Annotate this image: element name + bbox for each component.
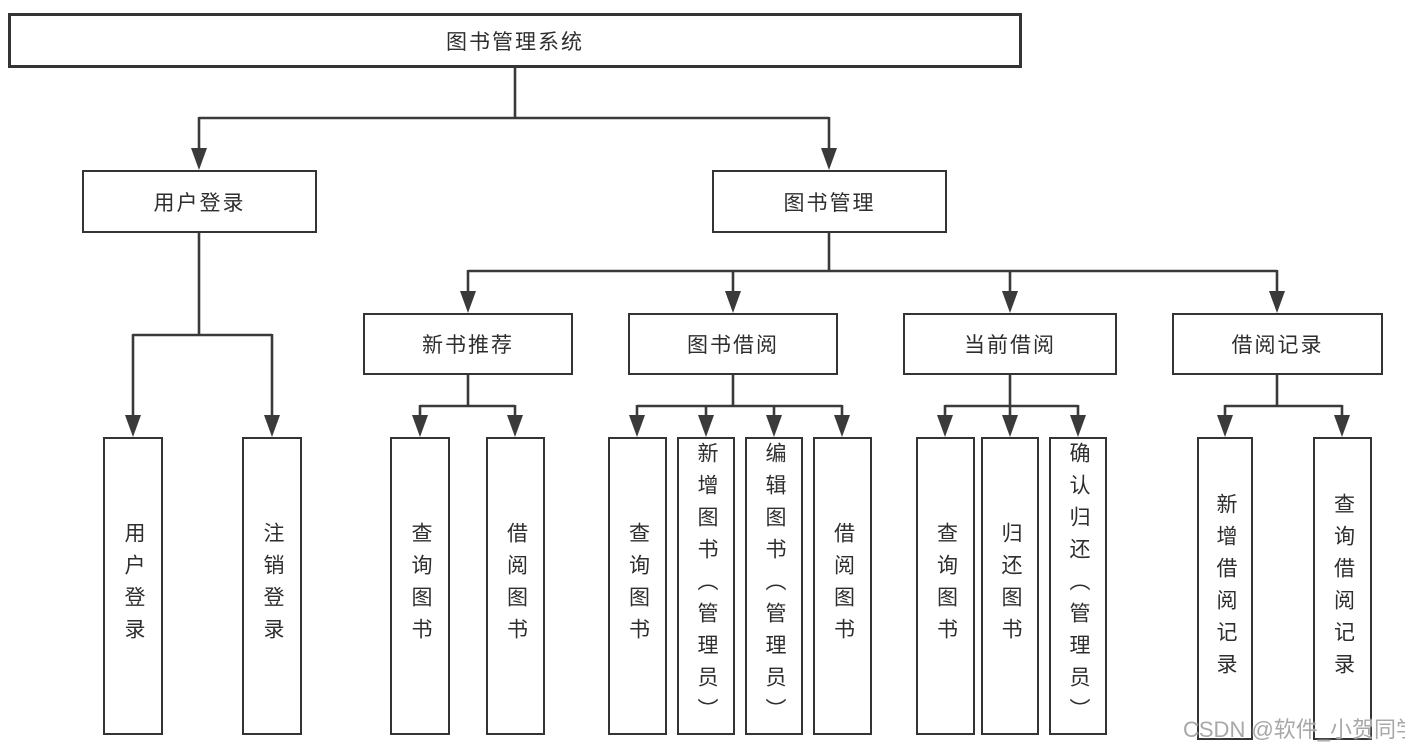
node-new-book-recommendation: 新书推荐: [363, 313, 573, 375]
node-label: 确认归还（管理员）: [1067, 442, 1090, 730]
node-label: 用户登录: [153, 191, 246, 215]
node-bb-borrow-books: 借阅图书: [813, 437, 872, 735]
node-nb-borrow-books: 借阅图书: [486, 437, 545, 735]
node-cb-return-books: 归还图书: [981, 437, 1039, 735]
node-label: 查询图书: [934, 522, 958, 650]
node-label: 借阅记录: [1231, 334, 1324, 357]
node-label: 编辑图书（管理员）: [763, 442, 786, 730]
node-nb-query-books: 查询图书: [390, 437, 450, 735]
node-label: 查询图书: [626, 522, 650, 650]
csdn-watermark: CSDN @软件_小贺同学: [1183, 717, 1405, 742]
node-cb-confirm-return-admin: 确认归还（管理员）: [1049, 437, 1107, 735]
node-book-management: 图书管理: [712, 170, 947, 233]
node-br-add-record: 新增借阅记录: [1197, 437, 1253, 740]
node-user-login-leaf: 用户登录: [103, 437, 163, 735]
node-label: 借阅图书: [831, 522, 855, 650]
node-borrowing-records: 借阅记录: [1172, 313, 1383, 375]
node-label: 用户登录: [122, 522, 145, 650]
arrowheads: [125, 148, 1350, 437]
node-label: 当前借阅: [964, 334, 1056, 357]
node-label: 借阅图书: [504, 522, 528, 650]
node-label: 归还图书: [999, 522, 1022, 650]
node-label: 新增图书（管理员）: [695, 442, 718, 730]
node-library-management-system: 图书管理系统: [8, 13, 1022, 68]
node-label: 图书管理系统: [446, 30, 584, 54]
node-label: 图书借阅: [687, 334, 779, 357]
node-bb-add-books-admin: 新增图书（管理员）: [677, 437, 735, 735]
node-label: 图书管理: [783, 191, 876, 215]
node-label: 新增借阅记录: [1214, 492, 1237, 685]
node-user-login: 用户登录: [82, 170, 317, 233]
node-logout: 注销登录: [242, 437, 302, 735]
node-bb-edit-books-admin: 编辑图书（管理员）: [745, 437, 803, 735]
node-label: 新书推荐: [422, 334, 514, 357]
node-label: 查询借阅记录: [1331, 492, 1355, 685]
node-br-query-record: 查询借阅记录: [1313, 437, 1372, 740]
node-label: 查询图书: [409, 522, 432, 650]
node-bb-query-books: 查询图书: [608, 437, 667, 735]
node-book-borrowing: 图书借阅: [628, 313, 838, 375]
node-cb-query-books: 查询图书: [916, 437, 975, 735]
node-current-borrowing: 当前借阅: [903, 313, 1117, 375]
node-label: 注销登录: [261, 522, 284, 650]
